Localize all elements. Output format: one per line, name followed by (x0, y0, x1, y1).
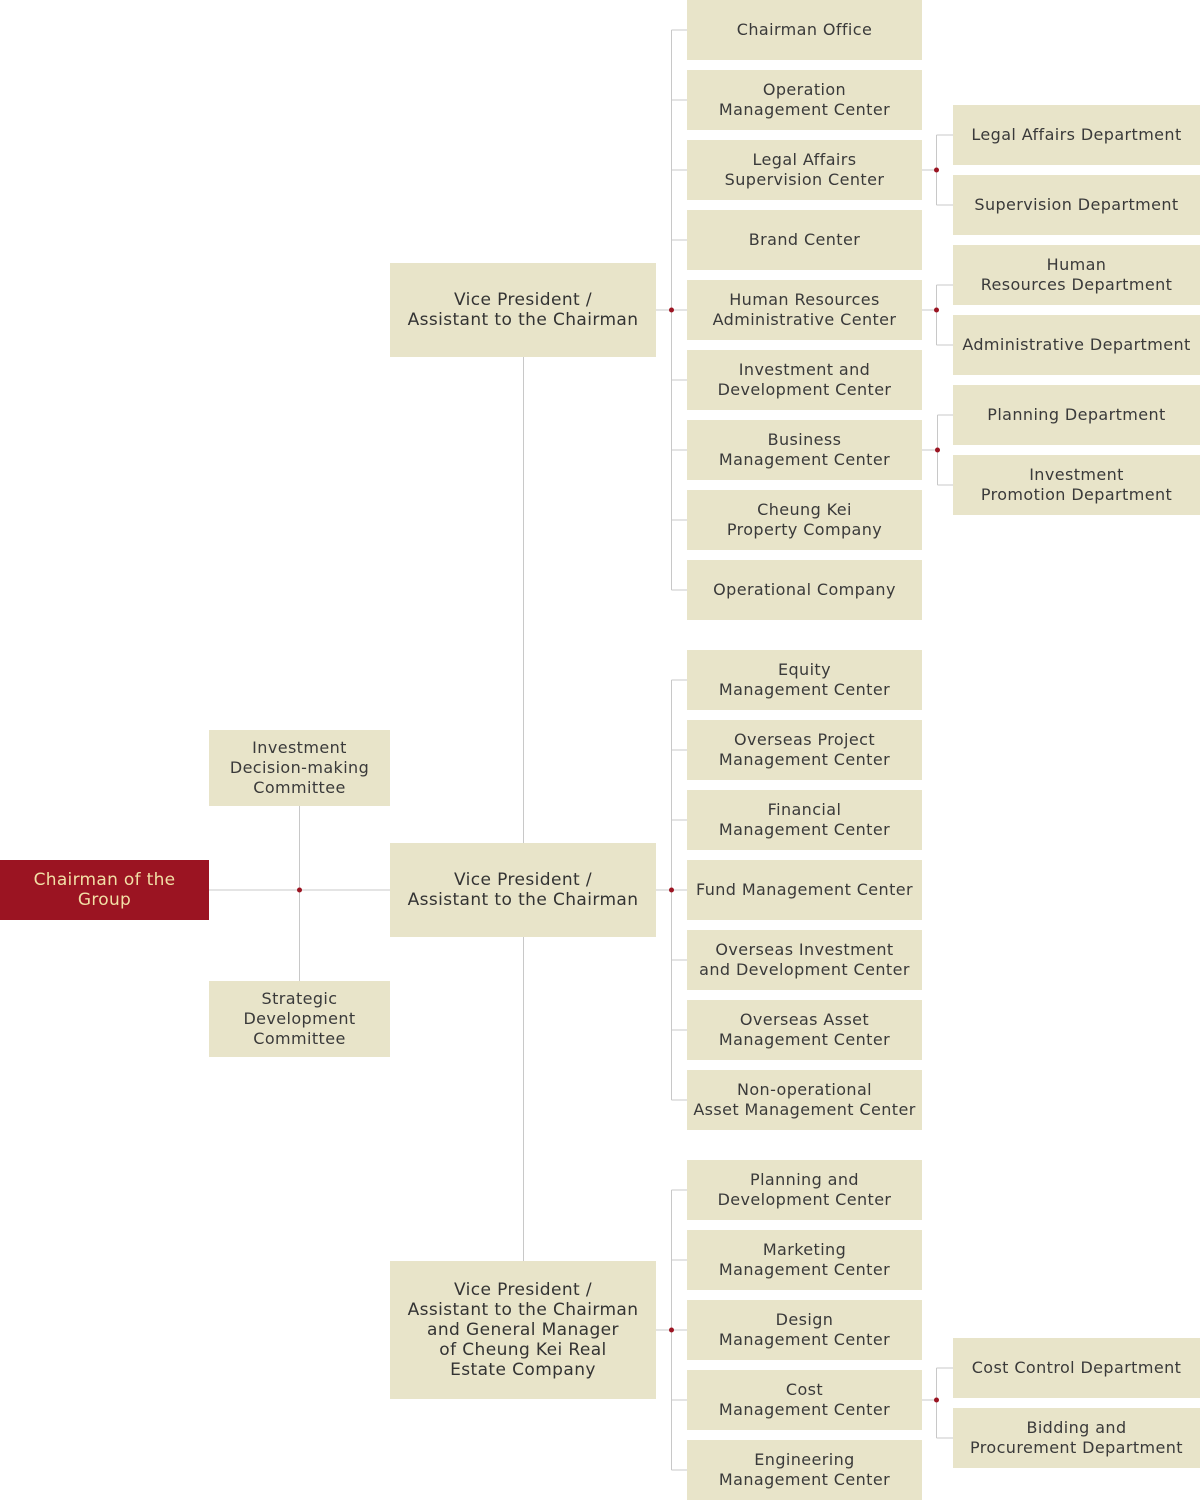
operation-management-center: Operation Management Center (687, 70, 922, 130)
junction-dot (935, 447, 940, 453)
cheung-kei-property-company: Cheung Kei Property Company (687, 490, 922, 550)
vice-president-1: Vice President / Assistant to the Chairm… (390, 263, 656, 357)
investment-promotion-department: Investment Promotion Department (953, 455, 1200, 515)
chairman-of-the-group: Chairman of the Group (0, 860, 209, 920)
supervision-department: Supervision Department (953, 175, 1200, 235)
overseas-investment-and-development-center: Overseas Investment and Development Cent… (687, 930, 922, 990)
administrative-department: Administrative Department (953, 315, 1200, 375)
junction-dot (669, 887, 674, 893)
design-management-center: Design Management Center (687, 1300, 922, 1360)
investment-decision-making-committee: Investment Decision-making Committee (209, 730, 390, 806)
brand-center: Brand Center (687, 210, 922, 270)
cost-management-center: Cost Management Center (687, 1370, 922, 1430)
junction-dot (669, 307, 674, 313)
strategic-development-committee: Strategic Development Committee (209, 981, 390, 1057)
human-resources-administrative-center: Human Resources Administrative Center (687, 280, 922, 340)
junction-dot (934, 167, 939, 173)
planning-department: Planning Department (953, 385, 1200, 445)
marketing-management-center: Marketing Management Center (687, 1230, 922, 1290)
junction-dot (934, 307, 939, 313)
human-resources-department: Human Resources Department (953, 245, 1200, 305)
vice-president-3: Vice President / Assistant to the Chairm… (390, 1261, 656, 1399)
financial-management-center: Financial Management Center (687, 790, 922, 850)
cost-control-department: Cost Control Department (953, 1338, 1200, 1398)
chairman-office: Chairman Office (687, 0, 922, 60)
overseas-project-management-center: Overseas Project Management Center (687, 720, 922, 780)
planning-and-development-center: Planning and Development Center (687, 1160, 922, 1220)
operational-company: Operational Company (687, 560, 922, 620)
legal-affairs-supervision-center: Legal Affairs Supervision Center (687, 140, 922, 200)
junction-dot (669, 1327, 674, 1333)
investment-and-development-center: Investment and Development Center (687, 350, 922, 410)
non-operational-asset-management-center: Non-operational Asset Management Center (687, 1070, 922, 1130)
bidding-and-procurement-department: Bidding and Procurement Department (953, 1408, 1200, 1468)
junction-dot (297, 887, 302, 893)
fund-management-center: Fund Management Center (687, 860, 922, 920)
business-management-center: Business Management Center (687, 420, 922, 480)
junction-dot (934, 1397, 939, 1403)
legal-affairs-department: Legal Affairs Department (953, 105, 1200, 165)
equity-management-center: Equity Management Center (687, 650, 922, 710)
engineering-management-center: Engineering Management Center (687, 1440, 922, 1500)
overseas-asset-management-center: Overseas Asset Management Center (687, 1000, 922, 1060)
vice-president-2: Vice President / Assistant to the Chairm… (390, 843, 656, 937)
